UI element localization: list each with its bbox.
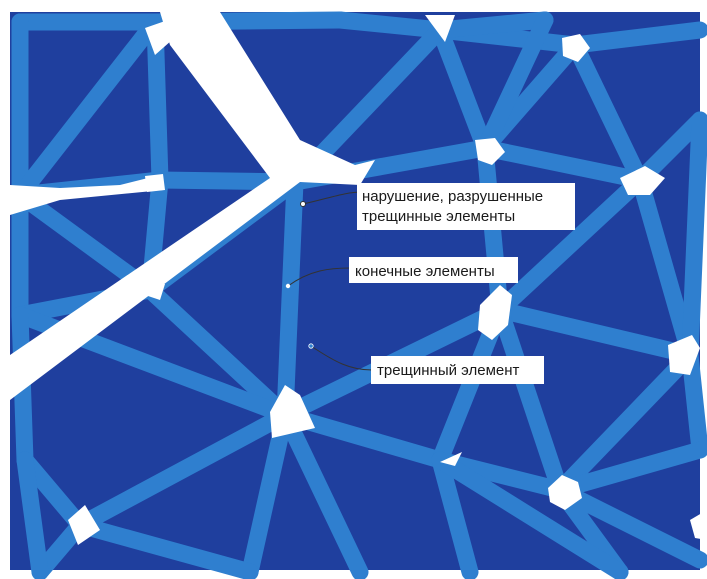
broken-crack-element bbox=[145, 174, 165, 192]
broken-crack-element bbox=[478, 285, 512, 340]
crack-element-band bbox=[491, 171, 649, 319]
leader-line bbox=[287, 267, 351, 287]
callout-finite-label: конечные элементы bbox=[355, 263, 495, 280]
broken-crack-element bbox=[475, 138, 505, 165]
crack-element-band bbox=[491, 301, 569, 499]
crack-element-band bbox=[241, 406, 294, 579]
crack-element-band bbox=[141, 281, 294, 424]
broken-crack-elements bbox=[10, 12, 707, 545]
broken-crack-element bbox=[425, 15, 455, 42]
crack-element-band bbox=[631, 171, 699, 364]
crack-element-band bbox=[476, 139, 649, 189]
callout-broken: нарушение, разрушенные трещинные элемент… bbox=[300, 183, 575, 230]
broken-crack-element bbox=[145, 280, 165, 300]
callout-crack: трещинный элемент bbox=[308, 343, 544, 384]
broken-crack-element bbox=[620, 166, 665, 195]
label-box bbox=[357, 183, 575, 230]
callout-broken-line2: трещинные элементы bbox=[362, 208, 515, 225]
leader-dot bbox=[285, 283, 291, 289]
crack-element-band bbox=[491, 301, 699, 364]
crack-element-band bbox=[566, 36, 649, 189]
crack-element-band bbox=[276, 406, 369, 579]
callout-crack-label: трещинный элемент bbox=[377, 362, 520, 379]
broken-crack-element bbox=[690, 510, 707, 540]
broken-crack-element bbox=[440, 452, 462, 466]
callout-finite: конечные элементы bbox=[285, 257, 518, 289]
crack-element-band bbox=[431, 451, 629, 579]
crack-element-band bbox=[16, 451, 49, 579]
broken-crack-element bbox=[668, 335, 700, 375]
broken-crack-element bbox=[270, 385, 315, 438]
crack-element-band bbox=[431, 21, 494, 157]
crack-element-band bbox=[11, 186, 159, 299]
crack-element-band bbox=[551, 346, 699, 499]
crack-element-band bbox=[276, 173, 304, 424]
crack-element-band bbox=[11, 13, 164, 204]
leader-line bbox=[310, 345, 373, 371]
crack-element-band bbox=[331, 11, 449, 39]
crack-element-band bbox=[551, 481, 707, 569]
crack-element-band bbox=[431, 451, 479, 579]
label-box bbox=[371, 356, 544, 384]
crack-element-band bbox=[681, 111, 707, 364]
crack-element-band bbox=[71, 516, 259, 579]
broken-crack-element bbox=[562, 34, 590, 62]
crack-element-band bbox=[476, 11, 554, 157]
leader-dot bbox=[308, 343, 314, 349]
crack-element-band bbox=[566, 21, 707, 54]
callout-broken-line1: нарушение, разрушенные bbox=[362, 188, 543, 205]
broken-crack-element bbox=[10, 12, 375, 400]
leader-dot bbox=[300, 201, 306, 207]
crack-element-band bbox=[681, 346, 707, 459]
label-box bbox=[349, 257, 518, 283]
broken-crack-element bbox=[145, 20, 172, 55]
crack-element-band bbox=[431, 11, 554, 39]
crack-element-band bbox=[551, 441, 707, 499]
broken-crack-element bbox=[10, 175, 163, 215]
broken-crack-element bbox=[548, 475, 582, 510]
crack-element-band bbox=[71, 406, 294, 534]
broken-crack-element bbox=[68, 505, 100, 545]
